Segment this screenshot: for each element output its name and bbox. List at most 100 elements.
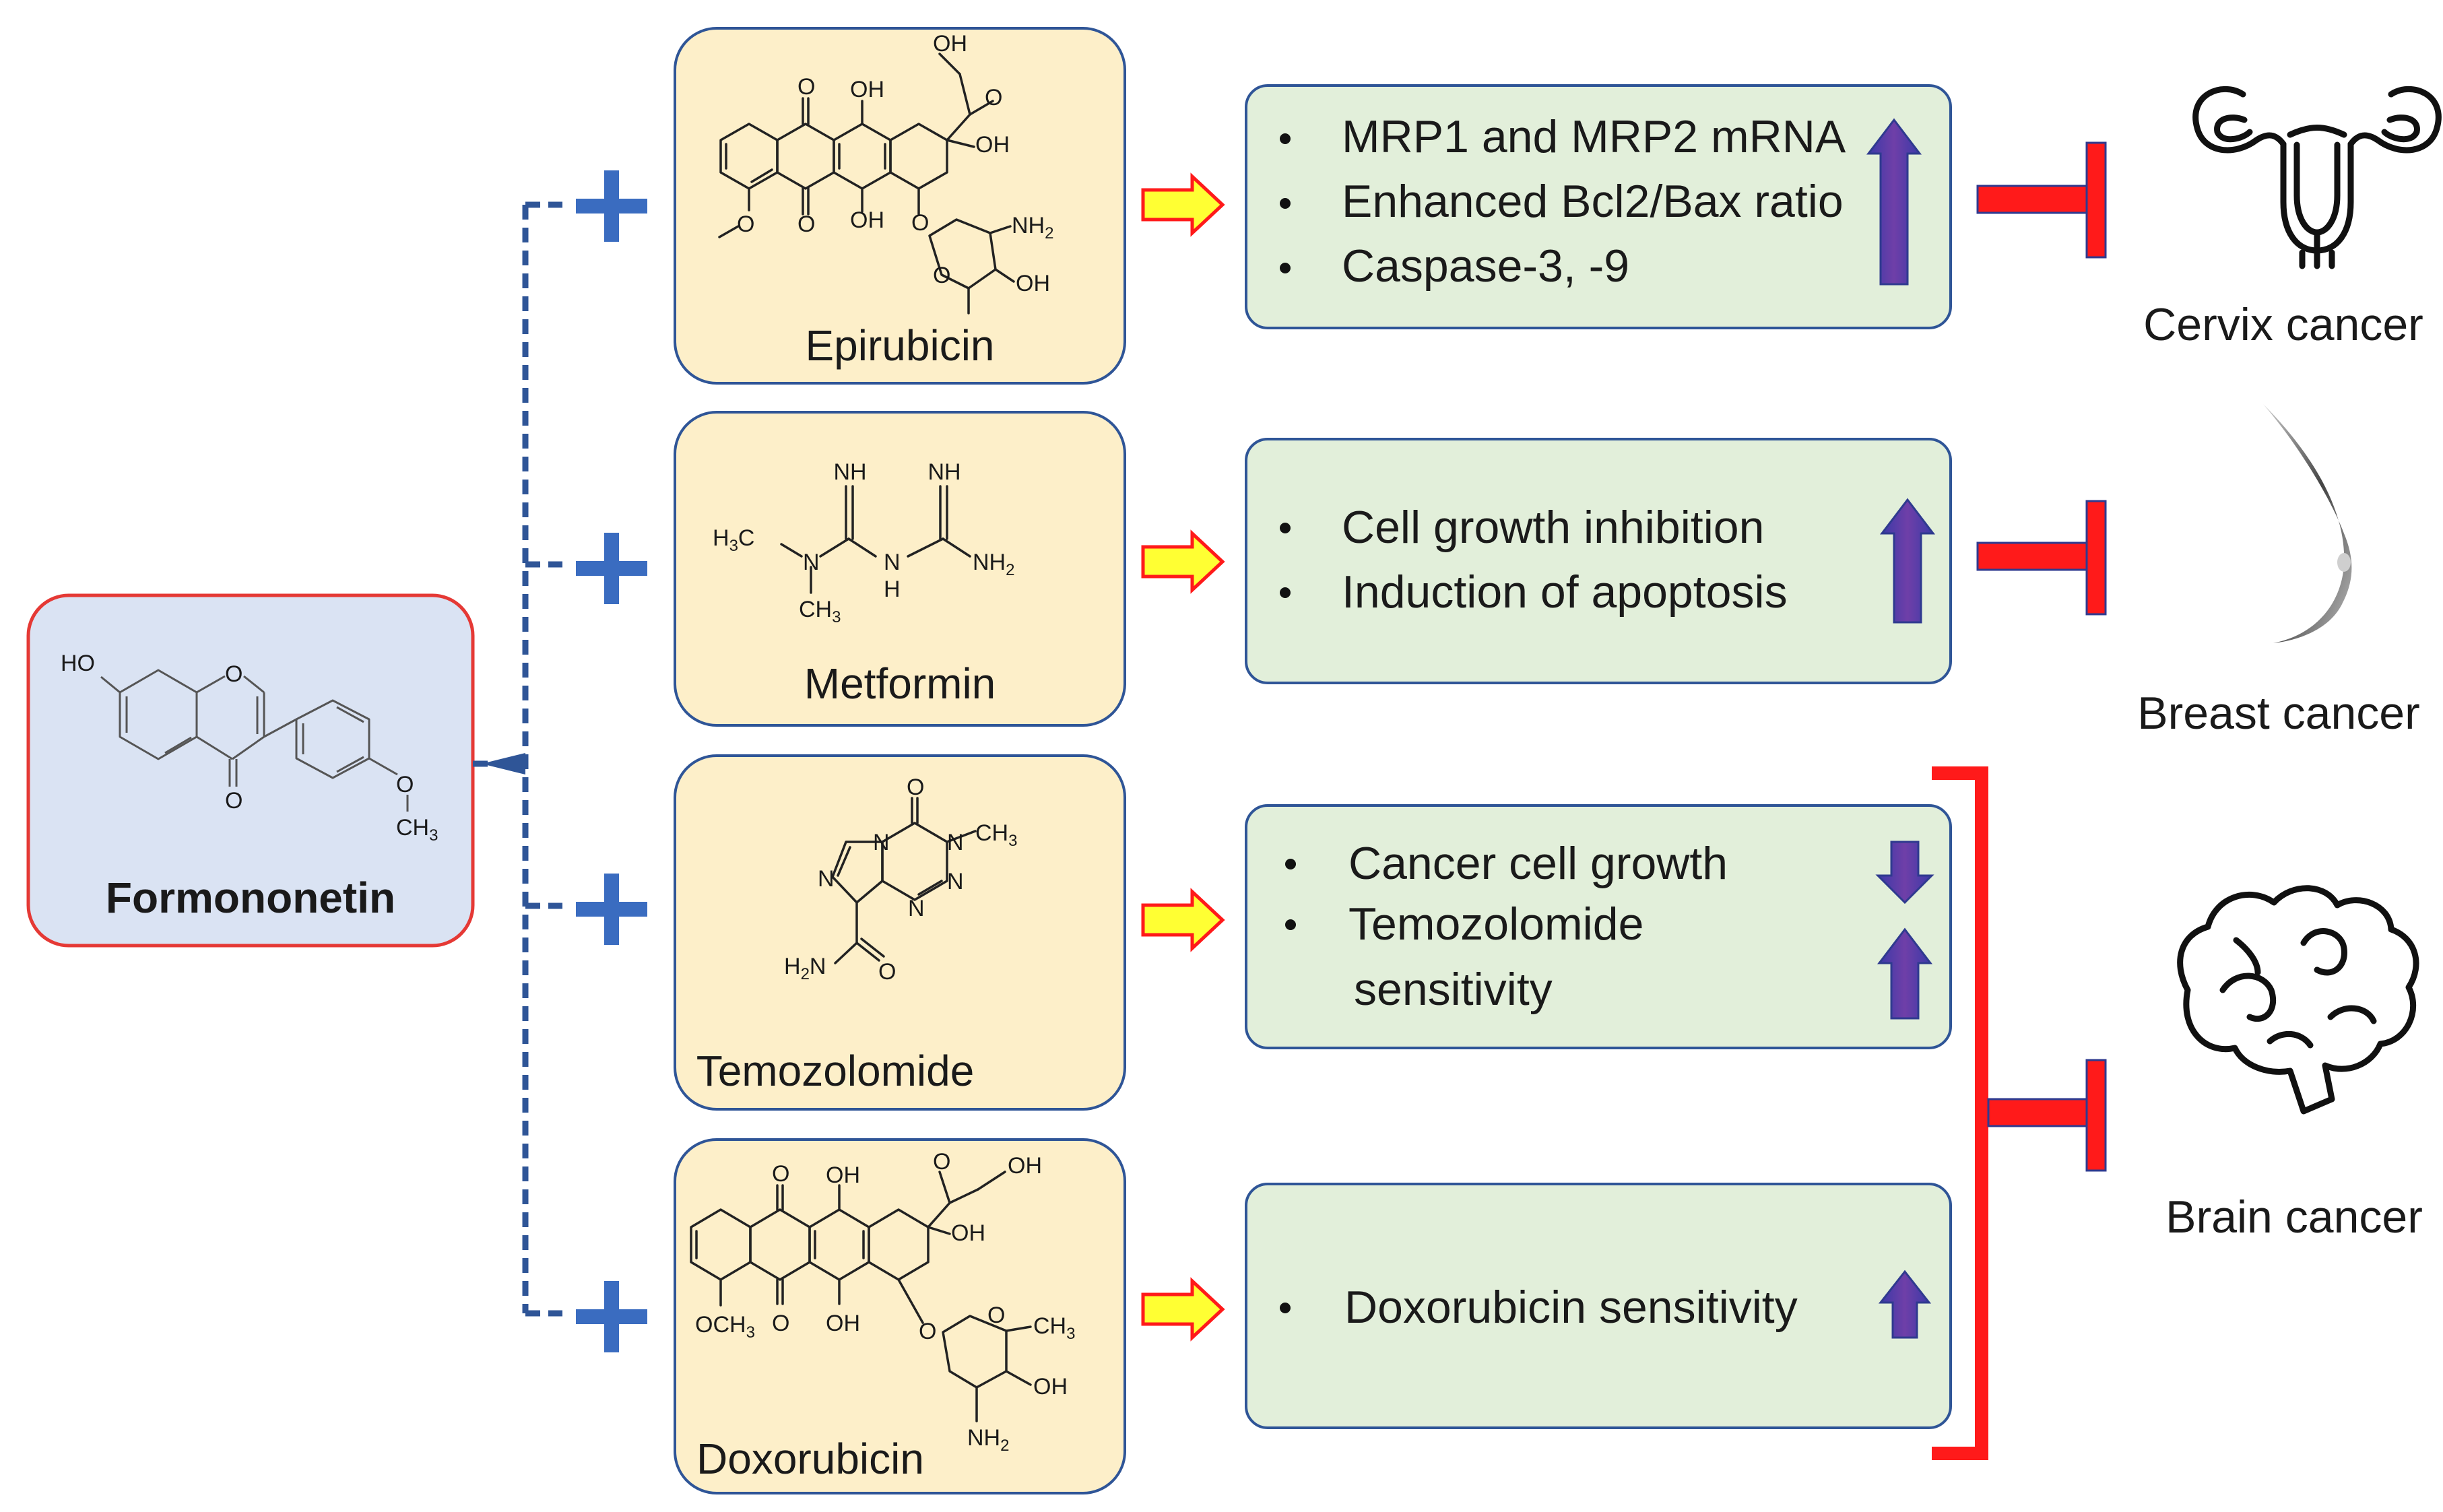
grouping-bracket — [1932, 766, 1988, 1460]
atom-ch3: CH3 — [396, 815, 438, 845]
atom-nh2: NH2 — [1012, 213, 1053, 242]
atom-n: N — [908, 896, 925, 921]
up-arrow-icon — [1879, 498, 1936, 624]
source-label: Formononetin — [106, 874, 395, 922]
atom-h3c: H3C — [713, 525, 754, 555]
effect-box-temozolomide: Cancer cell growth Temozolomide sensitiv… — [1245, 804, 1952, 1049]
atom-nh2: NH2 — [967, 1425, 1009, 1455]
effect-box-metformin: Cell growth inhibition Induction of apop… — [1245, 438, 1952, 684]
atom-n: N — [947, 830, 964, 855]
effect-text: Cell growth inhibition — [1342, 502, 1764, 553]
right-arrow-icon — [1141, 1277, 1225, 1342]
drug-box-temozolomide: O CH3 N N N N N H2N O Temozolomide — [674, 754, 1126, 1111]
temozolomide-structure: O CH3 N N N N N H2N O — [784, 775, 1017, 985]
plus-icon — [576, 533, 647, 604]
bullet — [1280, 198, 1291, 209]
bullet — [1280, 1303, 1291, 1313]
epirubicin-structure: O OH OH O OH O OH O O O NH2 OH — [718, 31, 1053, 315]
atom-o: O — [911, 210, 929, 236]
atom-oh: OH — [826, 1162, 860, 1188]
atom-oh: OH — [1016, 271, 1050, 296]
effect-text: Cancer cell growth — [1348, 838, 1728, 889]
atom-o: O — [797, 211, 815, 237]
atom-oh: OH — [850, 77, 884, 102]
plus-icon — [576, 170, 647, 242]
drug-box-metformin: NH NH H3C N N H NH2 CH3 Metformin — [674, 411, 1126, 727]
effect-box-doxorubicin: Doxorubicin sensitivity — [1245, 1183, 1952, 1429]
atom-oh: OH — [1033, 1374, 1068, 1400]
right-arrow-icon — [1141, 529, 1225, 594]
drug-box-doxorubicin: O OH O OH OH OCH3 O OH O O CH3 OH NH2 Do… — [674, 1138, 1126, 1494]
drug-box-epirubicin: O OH OH O OH O OH O O O NH2 OH Epirubici… — [674, 27, 1126, 385]
up-arrow-icon — [1878, 1270, 1932, 1339]
atom-n: N — [873, 830, 890, 855]
atom-nh2: NH2 — [973, 550, 1014, 579]
atom-o: O — [396, 772, 414, 797]
atom-h: H — [884, 577, 901, 602]
doxorubicin-structure: O OH O OH OH OCH3 O OH O O CH3 OH NH2 — [690, 1149, 1075, 1455]
atom-oh: OH — [933, 31, 967, 57]
plus-icon — [576, 1281, 647, 1352]
brain-icon — [2177, 885, 2419, 1115]
atom-o: O — [907, 775, 924, 800]
atom-o: O — [933, 1149, 950, 1175]
bullet — [1280, 263, 1291, 273]
up-arrow-icon — [1866, 118, 1922, 286]
atom-n: N — [884, 550, 901, 575]
drug-name: Temozolomide — [696, 1047, 975, 1095]
atom-oh: OH — [826, 1311, 860, 1336]
atom-ch3: CH3 — [1033, 1313, 1075, 1343]
atom-o: O — [772, 1161, 789, 1187]
atom-n: N — [803, 550, 820, 575]
atom-och3: OCH3 — [695, 1312, 755, 1342]
atom-o: O — [737, 211, 754, 237]
atom-nh: NH — [833, 459, 866, 485]
bullet — [1280, 133, 1291, 144]
atom-o: O — [933, 263, 950, 288]
drug-name: Metformin — [804, 659, 996, 708]
atom-nh: NH — [927, 459, 960, 485]
atom-n: N — [818, 866, 835, 892]
effect-text: Enhanced Bcl2/Bax ratio — [1342, 176, 1844, 227]
drug-name: Doxorubicin — [696, 1435, 924, 1483]
atom-o: O — [225, 661, 242, 687]
effect-text: Temozolomide — [1348, 898, 1643, 950]
metformin-structure: NH NH H3C N N H NH2 CH3 — [713, 459, 1014, 626]
atom-o: O — [878, 959, 896, 985]
right-arrow-icon — [1141, 888, 1225, 952]
up-arrow-icon — [1877, 927, 1933, 1020]
effect-text: Doxorubicin sensitivity — [1344, 1282, 1798, 1333]
effect-text: Caspase-3, -9 — [1342, 240, 1629, 292]
bullet — [1280, 523, 1291, 533]
inhibition-icon — [1976, 500, 2107, 616]
bullet — [1280, 587, 1291, 598]
breast-icon — [2263, 404, 2352, 643]
atom-o: O — [797, 74, 815, 100]
effect-text: Induction of apoptosis — [1342, 566, 1788, 618]
inhibition-icon — [1976, 141, 2107, 259]
atom-oh: OH — [975, 132, 1010, 158]
atom-o: O — [225, 788, 242, 814]
cancer-label: Brain cancer — [2165, 1191, 2423, 1243]
formononetin-structure: HO O O O CH3 — [61, 651, 438, 845]
atom-ch3: CH3 — [975, 820, 1017, 850]
atom-ho: HO — [61, 651, 95, 676]
atom-o: O — [919, 1319, 936, 1344]
atom-h2n: H2N — [784, 954, 826, 983]
atom-oh: OH — [951, 1220, 985, 1246]
plus-icon — [576, 874, 647, 945]
effect-text: MRP1 and MRP2 mRNA — [1342, 111, 1846, 162]
connector-junction — [482, 753, 525, 775]
down-arrow-icon — [1875, 841, 1934, 905]
atom-o: O — [987, 1303, 1005, 1328]
bullet — [1285, 919, 1296, 930]
source-box: HO O O O CH3 Formononetin — [26, 593, 475, 948]
uterus-icon — [2192, 86, 2442, 269]
effect-box-epirubicin: MRP1 and MRP2 mRNA Enhanced Bcl2/Bax rat… — [1245, 84, 1952, 329]
atom-o: O — [985, 85, 1002, 110]
cancer-label: Cervix cancer — [2143, 299, 2423, 350]
inhibition-icon — [1987, 1059, 2107, 1172]
cancer-label: Breast cancer — [2137, 688, 2420, 739]
atom-oh: OH — [850, 207, 884, 233]
